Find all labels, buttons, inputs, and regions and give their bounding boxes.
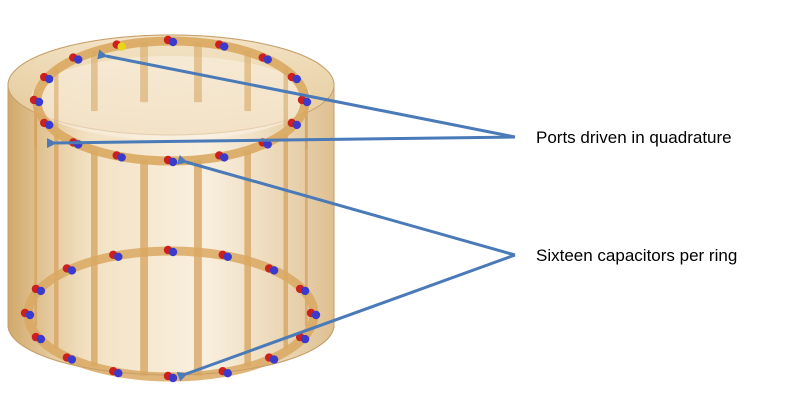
rung <box>193 42 202 103</box>
capacitor <box>215 40 229 51</box>
capacitor <box>31 284 46 296</box>
capacitor <box>163 35 178 47</box>
rung <box>244 51 251 112</box>
rung <box>193 159 202 376</box>
capacitor <box>62 353 77 364</box>
capacitor <box>306 308 321 320</box>
rung <box>54 134 59 350</box>
rung <box>283 67 288 128</box>
capacitor <box>20 308 35 320</box>
capacitor <box>218 367 232 378</box>
label-ports: Ports driven in quadrature <box>536 128 732 147</box>
capacitor <box>40 118 54 130</box>
back-rungs <box>34 42 308 150</box>
rung <box>140 159 149 376</box>
capacitor <box>163 155 178 167</box>
label-capacitors: Sixteen capacitors per ring <box>536 246 738 265</box>
capacitor <box>287 118 301 130</box>
annotation-arrows <box>46 49 516 382</box>
capacitor <box>112 151 126 162</box>
rung <box>34 89 38 150</box>
rung <box>54 67 59 128</box>
arrow-capacitor-bottom <box>176 253 516 382</box>
rung <box>304 89 308 150</box>
capacitor <box>163 245 178 257</box>
capacitor <box>31 332 46 344</box>
arrow-capacitor-top <box>176 155 516 257</box>
capacitor <box>297 95 312 107</box>
capacitor <box>69 53 83 64</box>
rung <box>91 51 98 112</box>
capacitor <box>62 264 77 275</box>
rung <box>304 112 308 327</box>
capacitor <box>264 264 279 275</box>
capacitor <box>40 72 54 84</box>
capacitor <box>258 53 272 64</box>
bottom-ring-capacitors <box>20 245 321 383</box>
capacitor <box>218 250 232 261</box>
rung <box>34 112 38 327</box>
capacitor <box>295 284 310 296</box>
capacitor <box>264 353 279 364</box>
arrow-port-left <box>46 135 516 149</box>
capacitor <box>109 250 123 261</box>
arrow-port-top <box>97 49 516 139</box>
rung <box>283 134 288 350</box>
capacitor <box>163 371 178 383</box>
capacitor <box>287 72 301 84</box>
cylinder-top-opening <box>31 56 311 140</box>
rung <box>140 42 149 103</box>
port <box>112 40 126 51</box>
capacitor <box>215 151 229 162</box>
capacitor <box>109 367 123 378</box>
capacitor <box>29 95 44 107</box>
